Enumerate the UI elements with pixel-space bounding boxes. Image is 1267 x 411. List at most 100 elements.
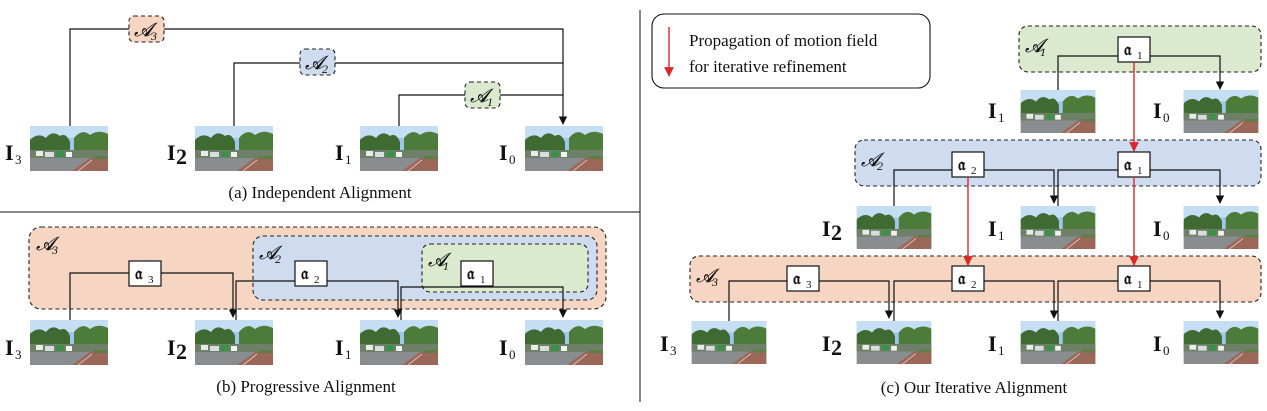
frame-label: I: [1153, 98, 1162, 123]
local-align-index: 3: [148, 274, 154, 286]
global-align-glyph: 𝓐: [1025, 36, 1049, 57]
frame-index: 1: [998, 228, 1005, 243]
global-align-box-2: [299, 48, 336, 76]
frame-index: 0: [1163, 228, 1170, 243]
local-align-box: [951, 151, 985, 178]
frame-index: 0: [1163, 343, 1170, 358]
local-align-box: [1117, 36, 1151, 63]
frame-label: I: [499, 140, 508, 165]
frame-thumbnail: [1183, 90, 1259, 133]
global-align-glyph: 𝓐: [696, 266, 720, 287]
frame-index: 1: [998, 110, 1005, 125]
local-align-index: 2: [314, 274, 320, 286]
frame-thumbnail: [691, 321, 767, 364]
panel-b-progressive: 𝓐 3 𝓐 2 𝓐 1 𝔞 3 𝔞 2 𝔞 1 I 3 I 2 I 1 I 0 …: [5, 226, 607, 396]
local-align-index: 2: [971, 165, 977, 177]
local-align-index: 1: [1137, 279, 1143, 291]
frame-label: I: [5, 140, 14, 165]
local-align-box: [1117, 265, 1151, 292]
frame-label: I: [167, 335, 176, 360]
frame-index: 3: [15, 347, 22, 362]
local-align-index: 3: [806, 279, 812, 291]
local-align-glyph: 𝔞: [467, 264, 475, 283]
frame-label: I: [1153, 331, 1162, 356]
local-align-index: 1: [480, 274, 486, 286]
global-align-index: 2: [322, 62, 328, 76]
local-align-index: 1: [1137, 50, 1143, 62]
frame-index: 1: [998, 343, 1005, 358]
local-align-index: 2: [971, 279, 977, 291]
local-align-glyph: 𝔞: [793, 269, 801, 288]
frame-index: 2: [831, 220, 842, 245]
frame-thumbnail: [1020, 90, 1096, 133]
local-align-glyph: 𝔞: [958, 269, 966, 288]
local-align-box-3: [128, 260, 162, 287]
global-align-index: 3: [150, 29, 157, 43]
frame-thumbnail: [1020, 206, 1096, 249]
global-align-index: 1: [1040, 45, 1046, 59]
panel-a-independent: 𝓐 3 𝓐 2 𝓐 1 I 3 I 2 I 1 I 0 (a) Independ…: [5, 15, 603, 202]
frame-index: 3: [15, 152, 22, 167]
local-align-glyph: 𝔞: [1124, 269, 1132, 288]
frame-index: 1: [345, 347, 352, 362]
global-align-index: 1: [487, 95, 493, 109]
caption-b: (b) Progressive Alignment: [216, 377, 396, 396]
global-align-index: 3: [51, 243, 58, 257]
frame-label: I: [5, 335, 14, 360]
caption-c: (c) Our Iterative Alignment: [881, 378, 1068, 397]
local-align-index: 1: [1137, 165, 1143, 177]
global-align-index: 2: [275, 252, 281, 266]
global-align-index: 3: [711, 275, 718, 289]
local-align-glyph: 𝔞: [1124, 155, 1132, 174]
frame-label: I: [822, 216, 831, 241]
global-align-glyph: 𝓐: [36, 234, 60, 255]
frame-thumbnail: [195, 320, 273, 365]
local-align-box-2: [294, 260, 328, 287]
frame-thumbnail: [30, 320, 108, 365]
frame-index: 0: [509, 152, 516, 167]
frame-thumbnail: [525, 126, 603, 171]
global-align-glyph: 𝓐: [305, 53, 329, 74]
global-align-box-1: [464, 81, 501, 109]
frame-label: I: [988, 331, 997, 356]
frame-index: 0: [509, 347, 516, 362]
frame-thumbnail: [856, 206, 932, 249]
frame-index: 1: [345, 152, 352, 167]
local-align-box-1: [460, 260, 494, 287]
frame-thumbnail: [525, 320, 603, 365]
local-align-glyph: 𝔞: [135, 264, 143, 283]
panel-c-iterative: Propagation of motion field for iterativ…: [651, 13, 1262, 397]
frame-index: 3: [670, 343, 677, 358]
local-align-glyph: 𝔞: [958, 155, 966, 174]
frame-label: I: [335, 140, 344, 165]
local-align-box: [786, 265, 820, 292]
frame-index: 2: [176, 144, 187, 169]
frame-label: I: [167, 140, 176, 165]
global-align-glyph: 𝓐: [428, 250, 452, 271]
frame-thumbnail: [195, 126, 273, 171]
frame-thumbnail: [360, 126, 438, 171]
frame-label: I: [335, 335, 344, 360]
local-align-box: [1117, 151, 1151, 178]
frame-label: I: [822, 331, 831, 356]
global-align-glyph: 𝓐: [134, 20, 158, 41]
legend-box: [651, 13, 931, 89]
global-align-glyph: 𝓐: [259, 243, 283, 264]
local-align-glyph: 𝔞: [301, 264, 309, 283]
local-align-box: [951, 265, 985, 292]
frame-label: I: [988, 98, 997, 123]
frame-label: I: [499, 335, 508, 360]
frame-thumbnail: [30, 126, 108, 171]
global-align-glyph: 𝓐: [470, 86, 494, 107]
local-align-glyph: 𝔞: [1124, 40, 1132, 59]
caption-a: (a) Independent Alignment: [228, 183, 411, 202]
frame-label: I: [1153, 216, 1162, 241]
global-align-index: 1: [443, 259, 449, 273]
frame-thumbnail: [1183, 321, 1259, 364]
global-align-glyph: 𝓐: [861, 150, 885, 171]
frame-index: 2: [831, 335, 842, 360]
frame-index: 2: [176, 339, 187, 364]
frame-label: I: [660, 331, 669, 356]
frame-thumbnail: [1020, 321, 1096, 364]
